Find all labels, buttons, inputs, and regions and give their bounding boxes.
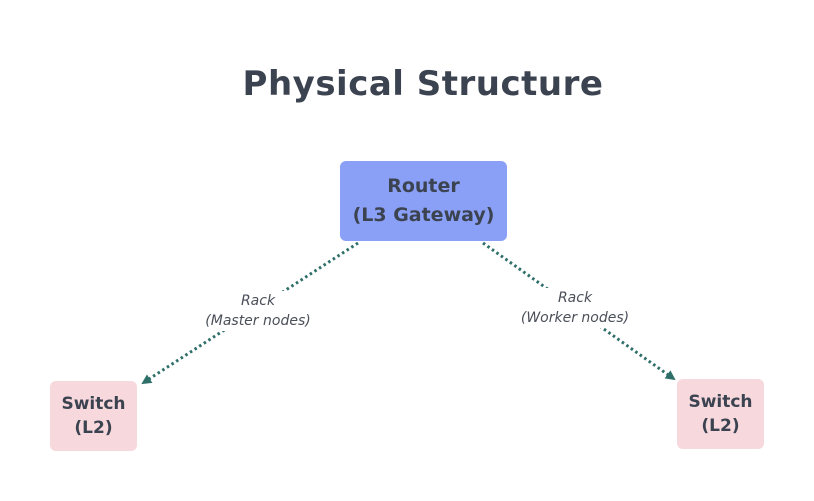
- edge-label-master: Rack (Master nodes): [196, 291, 320, 331]
- switch-right-sublabel: (L2): [701, 416, 740, 436]
- edge-label-worker-line1: Rack: [557, 290, 593, 306]
- switch-left-label: Switch: [61, 394, 126, 414]
- router-node[interactable]: Router (L3 Gateway): [340, 161, 507, 241]
- router-label: Router: [387, 175, 460, 197]
- edge-label-worker-line2: (Worker nodes): [520, 310, 630, 326]
- router-sublabel: (L3 Gateway): [352, 204, 495, 226]
- switch-node-left[interactable]: Switch (L2): [50, 381, 137, 451]
- switch-node-right[interactable]: Switch (L2): [677, 379, 764, 449]
- edge-label-master-line2: (Master nodes): [205, 313, 311, 329]
- edge-label-worker: Rack (Worker nodes): [513, 288, 637, 328]
- diagram-title: Physical Structure: [242, 64, 604, 104]
- switch-right-label: Switch: [688, 392, 753, 412]
- edge-label-master-line1: Rack: [240, 293, 276, 309]
- switch-left-sublabel: (L2): [74, 418, 113, 438]
